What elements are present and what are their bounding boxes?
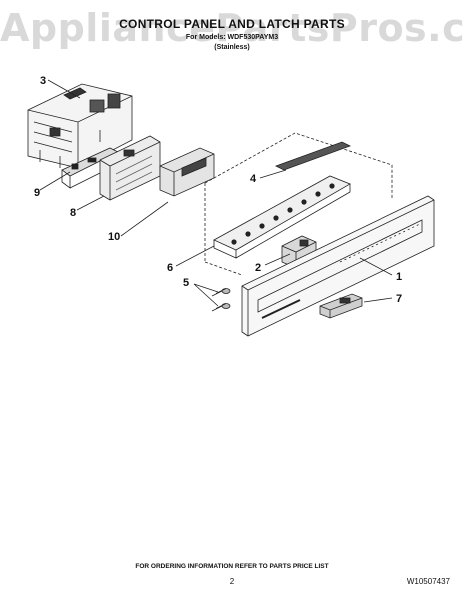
part-3-housing xyxy=(27,83,133,169)
callout-1: 1 xyxy=(396,271,402,283)
callout-10: 10 xyxy=(108,231,120,243)
callout-8: 8 xyxy=(70,207,76,219)
part-4-ui-board xyxy=(213,141,352,259)
model-number: For Models: WDF530PAYM3 xyxy=(185,34,279,41)
callout-2: 2 xyxy=(255,262,261,274)
model-info: For Models: WDF530PAYM3 (Stainless) xyxy=(0,33,464,53)
finish-label: (Stainless) xyxy=(214,44,250,51)
callout-6: 6 xyxy=(167,262,173,274)
part-1-control-panel xyxy=(241,195,435,337)
callout-7: 7 xyxy=(396,293,402,305)
callout-3: 3 xyxy=(40,75,46,87)
ordering-note: FOR ORDERING INFORMATION REFER TO PARTS … xyxy=(135,563,329,570)
part-5-screws xyxy=(211,288,231,312)
document-code: W10507437 xyxy=(406,577,450,586)
callout-4: 4 xyxy=(250,173,257,185)
part-10-bracket xyxy=(159,147,215,197)
part-8-control-board xyxy=(99,135,161,201)
callout-9: 9 xyxy=(34,187,40,199)
assembly-outline xyxy=(204,132,393,276)
part-7-latch xyxy=(319,293,363,319)
page-number: 2 xyxy=(229,577,235,586)
page-title: CONTROL PANEL AND LATCH PARTS xyxy=(119,17,345,31)
callout-5: 5 xyxy=(183,277,189,289)
